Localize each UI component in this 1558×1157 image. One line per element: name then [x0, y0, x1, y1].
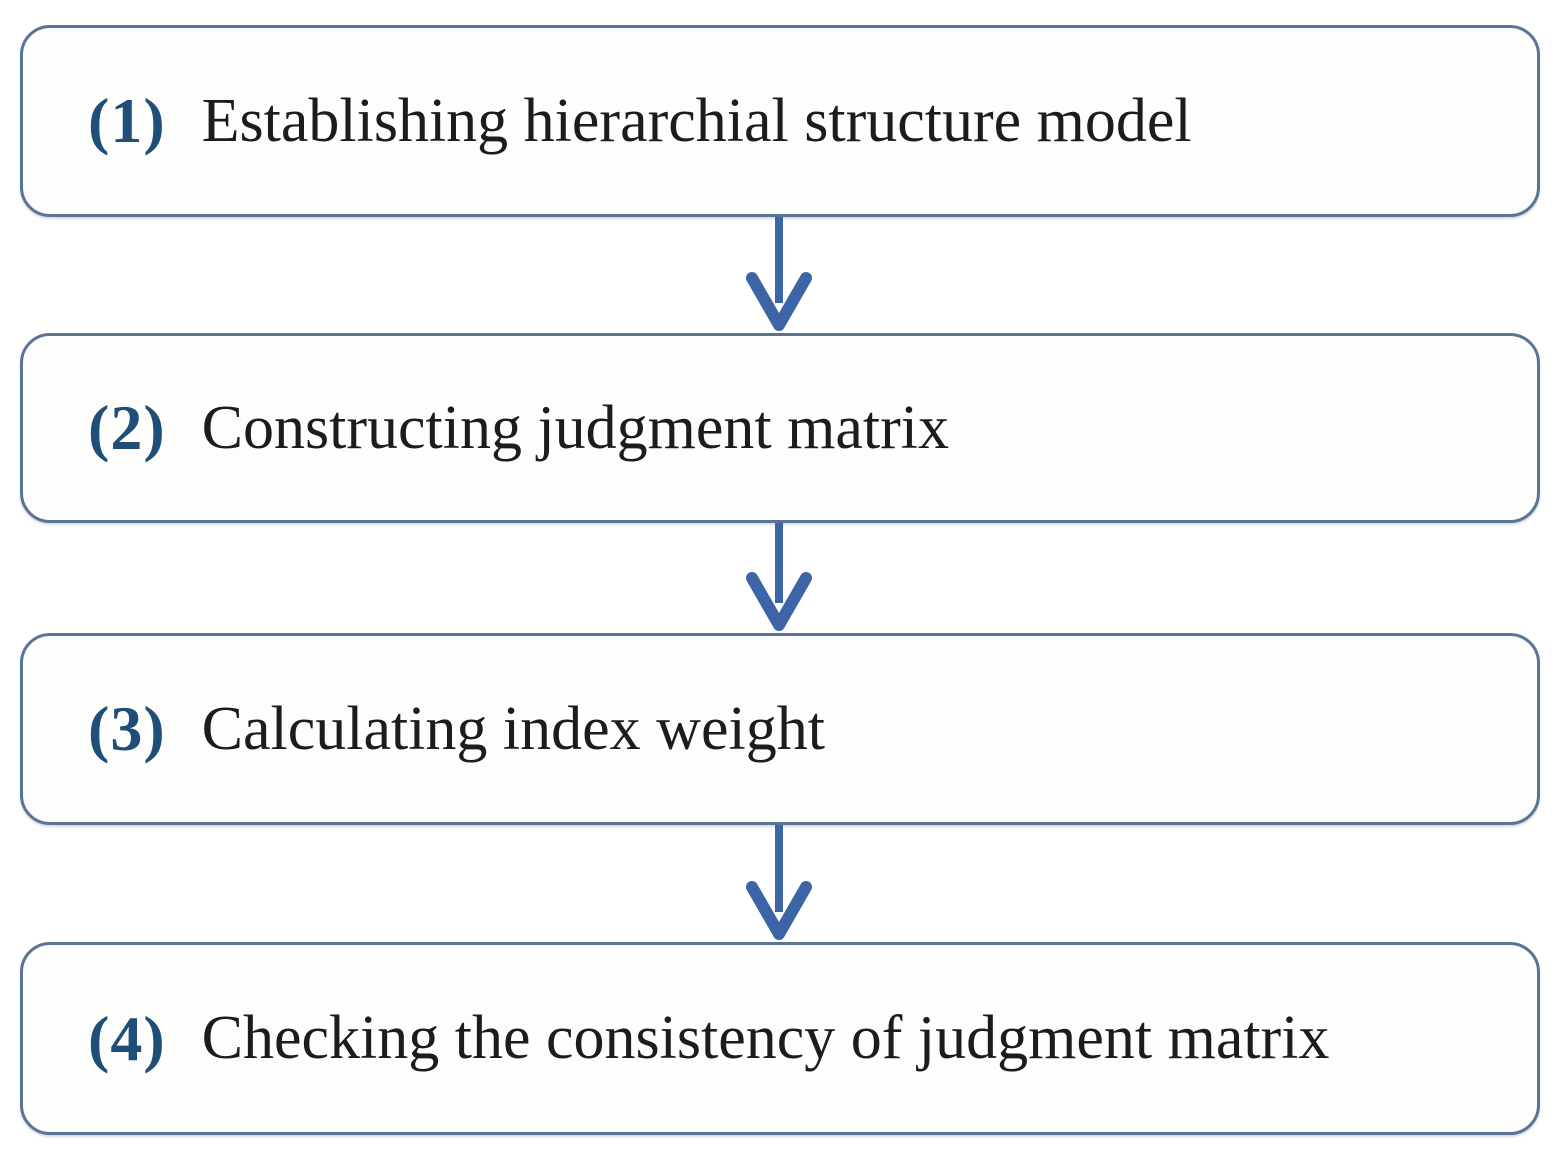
- step-3-number: (3): [88, 693, 166, 764]
- step-4-number: (4): [88, 1002, 166, 1074]
- step-2-number: (2): [88, 392, 166, 463]
- down-arrow-icon: [746, 523, 812, 631]
- step-4-label: Checking the consistency of judgment mat…: [201, 1004, 1330, 1072]
- down-arrow-icon: [746, 825, 812, 940]
- step-1-number: (1): [88, 85, 166, 156]
- flow-step-1: (1) Establishing hierarchial structure m…: [20, 25, 1540, 217]
- step-3-label: Calculating index weight: [201, 694, 825, 763]
- step-1-label: Establishing hierarchial structure model: [201, 86, 1192, 155]
- flow-step-4: (4) Checking the consistency of judgment…: [20, 942, 1540, 1135]
- flow-step-2: (2) Constructing judgment matrix: [20, 333, 1540, 523]
- step-2-label: Constructing judgment matrix: [201, 393, 949, 462]
- down-arrow-icon: [746, 217, 812, 331]
- flow-step-3: (3) Calculating index weight: [20, 633, 1540, 825]
